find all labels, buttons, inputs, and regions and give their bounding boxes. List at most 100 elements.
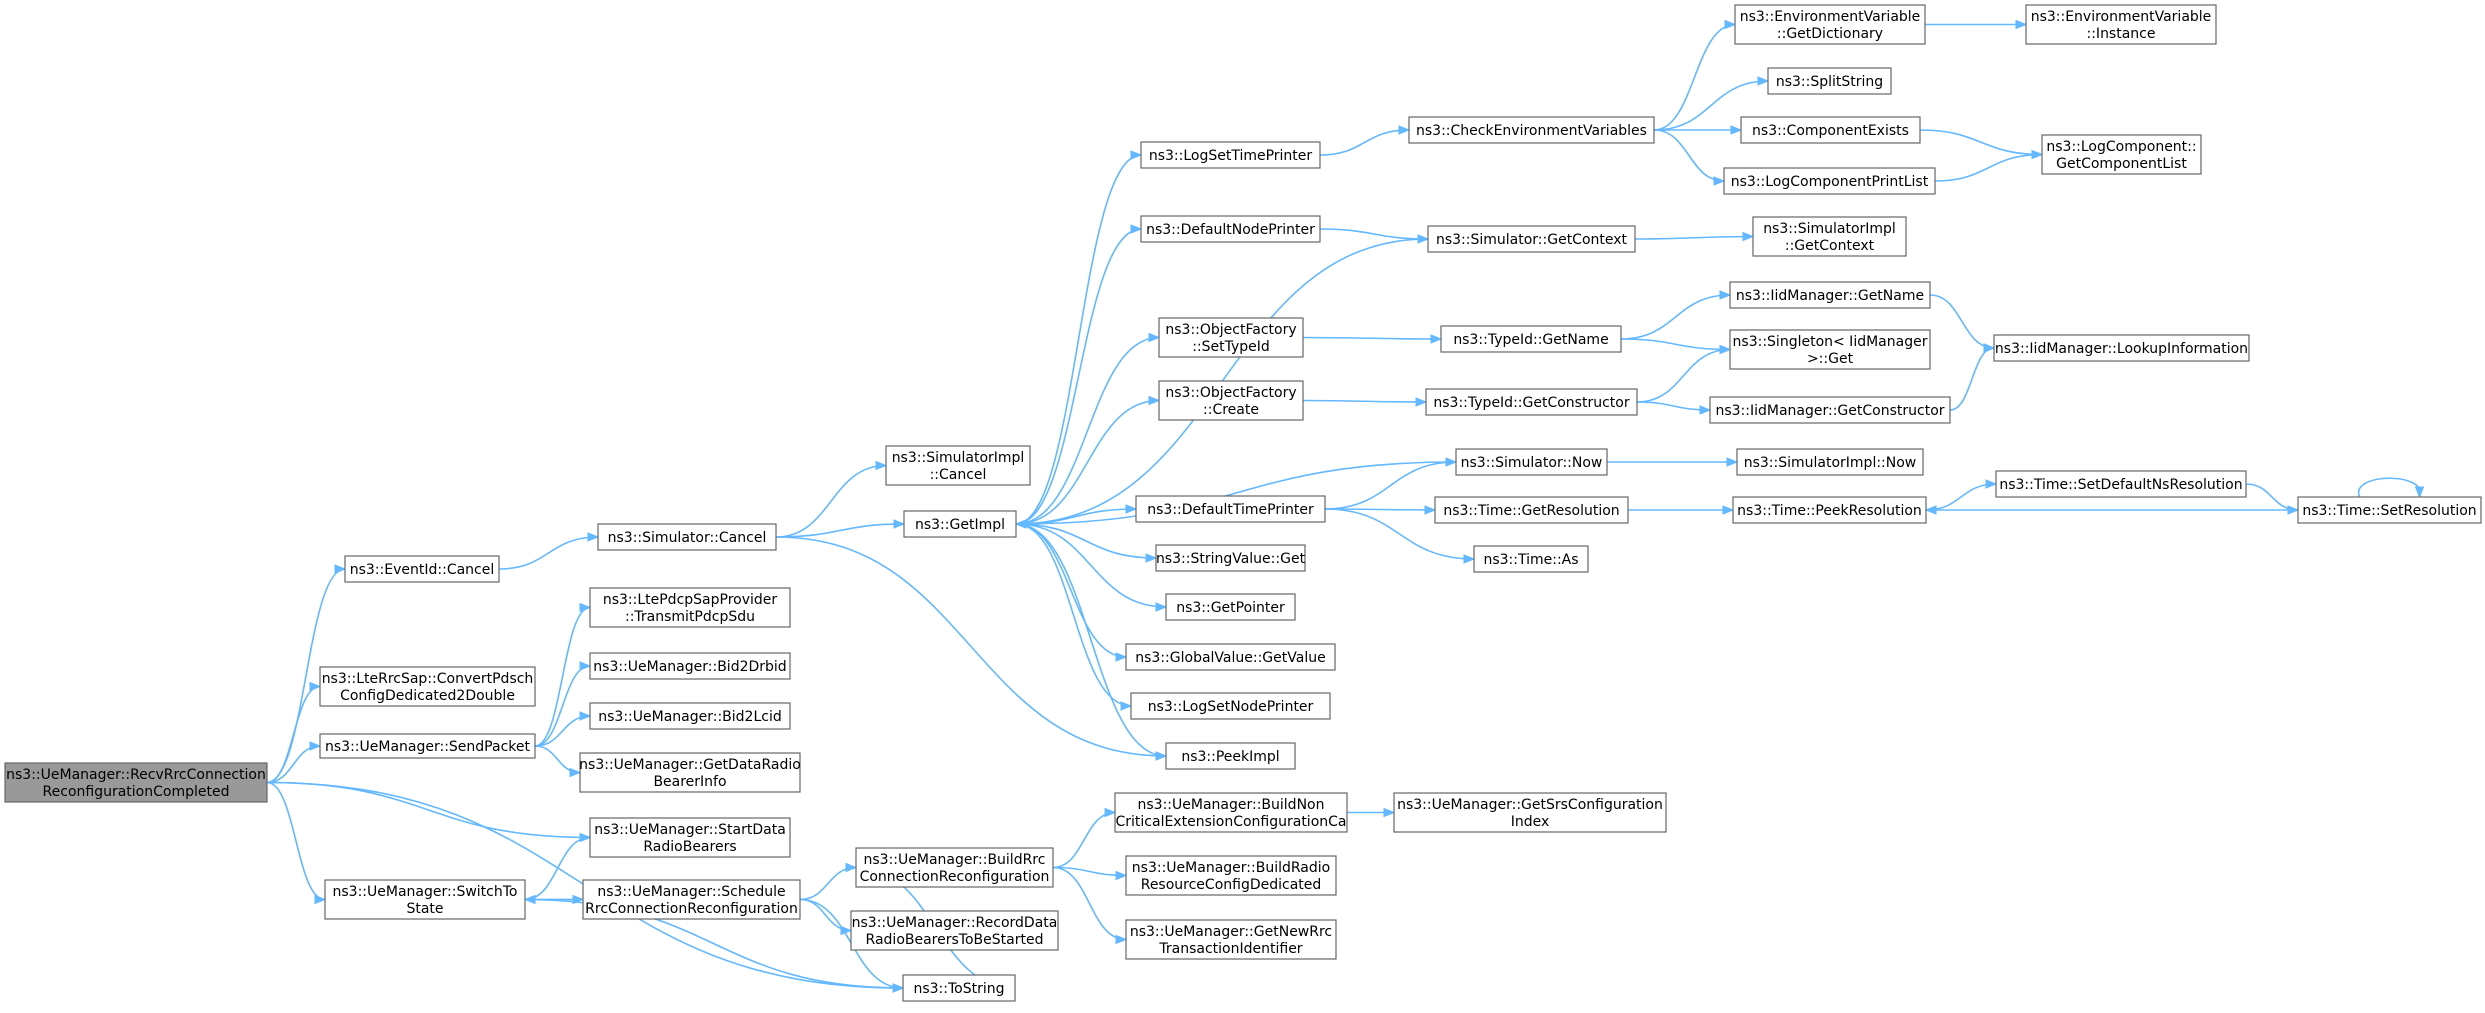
- edge-line: [1015, 154, 1142, 525]
- node-box: [1140, 141, 1321, 169]
- edge-compexists-to-getcomplist: [1919, 129, 2044, 160]
- node-root[interactable]: ns3::UeManager::RecvRrcConnectionReconfi…: [4, 762, 268, 803]
- node-ofcreate[interactable]: ns3::ObjectFactory::Create: [1158, 380, 1304, 421]
- edge-line: [1324, 461, 1457, 510]
- node-box: [902, 974, 1016, 1002]
- node-ofsettypeid[interactable]: ns3::ObjectFactory::SetTypeId: [1158, 317, 1304, 358]
- edge-arrowhead: [892, 983, 905, 993]
- edge-line: [1319, 228, 1429, 240]
- node-simgetcontext[interactable]: ns3::Simulator::GetContext: [1427, 225, 1636, 253]
- node-implnow[interactable]: ns3::SimulatorImpl::Now: [1736, 448, 1924, 476]
- node-sendpacket[interactable]: ns3::UeManager::SendPacket: [319, 733, 536, 759]
- node-getnewrrc[interactable]: ns3::UeManager::GetNewRrcTransactionIden…: [1125, 919, 1337, 960]
- edge-line: [524, 836, 591, 901]
- node-buildrrc[interactable]: ns3::UeManager::BuildRrcConnectionReconf…: [855, 847, 1054, 888]
- edge-arrowhead: [1719, 290, 1732, 300]
- node-label: ns3::SplitString: [1776, 74, 1883, 90]
- node-box: [589, 702, 791, 730]
- edge-line: [1620, 338, 1731, 351]
- edge-arrowhead: [1130, 150, 1143, 160]
- node-deftimeprinter[interactable]: ns3::DefaultTimePrinter: [1135, 495, 1326, 523]
- node-tostring[interactable]: ns3::ToString: [902, 974, 1016, 1002]
- node-box: [4, 762, 268, 803]
- node-eventcancel[interactable]: ns3::EventId::Cancel: [344, 555, 500, 583]
- node-label: ns3::UeManager::BuildNon: [1138, 797, 1325, 813]
- edge-line: [1015, 399, 1160, 525]
- edge-line: [1636, 401, 1711, 411]
- node-box: [1767, 67, 1892, 95]
- node-label: ns3::UeManager::Bid2Lcid: [598, 709, 781, 725]
- node-lookupinfo[interactable]: ns3::IidManager::LookupInformation: [1993, 334, 2250, 362]
- node-label: ns3::LogComponentPrintList: [1731, 174, 1929, 190]
- edge-arrowhead: [1148, 395, 1161, 406]
- node-label: State: [406, 901, 443, 917]
- node-peekimpl[interactable]: ns3::PeekImpl: [1165, 742, 1296, 770]
- node-label: ns3::ToString: [913, 981, 1004, 997]
- node-compexists[interactable]: ns3::ComponentExists: [1740, 116, 1921, 144]
- edge-arrowhead: [1724, 19, 1737, 30]
- node-box: [589, 817, 791, 858]
- node-peekres[interactable]: ns3::Time::PeekResolution: [1732, 496, 1927, 524]
- node-envinstance[interactable]: ns3::EnvironmentVariable::Instance: [2025, 4, 2217, 45]
- node-bid2lcid[interactable]: ns3::UeManager::Bid2Lcid: [589, 702, 791, 730]
- node-typeidgetctor[interactable]: ns3::TypeId::GetConstructor: [1425, 388, 1638, 416]
- node-timeas[interactable]: ns3::Time::As: [1473, 545, 1589, 573]
- node-singletonget[interactable]: ns3::Singleton< IidManager>::Get: [1729, 329, 1931, 370]
- node-label: ::SetTypeId: [1192, 339, 1270, 355]
- node-logsetnode[interactable]: ns3::LogSetNodePrinter: [1130, 692, 1331, 720]
- node-implcancel[interactable]: ns3::SimulatorImpl::Cancel: [885, 445, 1031, 486]
- node-box: [2025, 4, 2217, 45]
- node-buildradio[interactable]: ns3::UeManager::BuildRadioResourceConfig…: [1125, 855, 1337, 896]
- edge-arrowhead: [1398, 125, 1411, 135]
- node-box: [319, 666, 536, 707]
- node-schedule[interactable]: ns3::UeManager::ScheduleRrcConnectionRec…: [582, 879, 801, 920]
- edge-getimpl-to-ofcreate: [1015, 395, 1161, 525]
- node-logcompprint[interactable]: ns3::LogComponentPrintList: [1723, 167, 1936, 195]
- node-timegetres[interactable]: ns3::Time::GetResolution: [1434, 496, 1629, 524]
- edge-arrowhead: [523, 894, 536, 905]
- edge-buildrrc-to-getnewrrc: [1052, 866, 1128, 945]
- node-globalvalue[interactable]: ns3::GlobalValue::GetValue: [1125, 643, 1336, 671]
- node-simcancel[interactable]: ns3::Simulator::Cancel: [597, 523, 777, 551]
- node-setdefaultns[interactable]: ns3::Time::SetDefaultNsResolution: [1995, 470, 2247, 498]
- edge-line: [1634, 235, 1754, 240]
- node-getpointer[interactable]: ns3::GetPointer: [1165, 593, 1296, 621]
- edge-simcancel-to-implcancel: [775, 460, 888, 538]
- node-transmitpdcp[interactable]: ns3::LtePdcpSapProvider::TransmitPdcpSdu: [589, 587, 791, 628]
- node-bid2drbid[interactable]: ns3::UeManager::Bid2Drbid: [589, 652, 791, 680]
- node-box: [1408, 116, 1655, 144]
- node-iidgetctor[interactable]: ns3::IidManager::GetConstructor: [1709, 396, 1951, 424]
- node-label: ns3::UeManager::Schedule: [597, 884, 785, 900]
- node-box: [1155, 544, 1306, 572]
- node-simnow[interactable]: ns3::Simulator::Now: [1455, 448, 1608, 476]
- node-splitstring[interactable]: ns3::SplitString: [1767, 67, 1892, 95]
- node-label: ::Create: [1203, 402, 1259, 418]
- node-iidgetname[interactable]: ns3::IidManager::GetName: [1729, 281, 1931, 309]
- node-label: ns3::Simulator::GetContext: [1436, 232, 1628, 248]
- node-typeidgetname[interactable]: ns3::TypeId::GetName: [1440, 325, 1622, 353]
- node-stringvalueget[interactable]: ns3::StringValue::Get: [1155, 544, 1306, 572]
- node-implgetcontext[interactable]: ns3::SimulatorImpl::GetContext: [1752, 216, 1907, 257]
- edge-setres-to-setres: [2357, 477, 2425, 499]
- edge-root-to-sendpacket: [266, 741, 322, 784]
- node-label: ns3::Time::PeekResolution: [1737, 503, 1922, 519]
- edge-typeidgetctor-to-singletonget: [1636, 344, 1732, 403]
- node-envgetdict[interactable]: ns3::EnvironmentVariable::GetDictionary: [1734, 4, 1926, 45]
- node-getcomplist[interactable]: ns3::LogComponent::GetComponentList: [2041, 134, 2202, 175]
- node-checkenv[interactable]: ns3::CheckEnvironmentVariables: [1408, 116, 1655, 144]
- node-defnodeprinter[interactable]: ns3::DefaultNodePrinter: [1140, 215, 1321, 243]
- node-convertpdsch[interactable]: ns3::LteRrcSap::ConvertPdschConfigDedica…: [319, 666, 536, 707]
- node-box: [1709, 396, 1951, 424]
- node-box: [1729, 281, 1931, 309]
- edge-line: [799, 866, 857, 901]
- edge-arrowhead: [1115, 934, 1128, 945]
- node-getimpl[interactable]: ns3::GetImpl: [903, 510, 1017, 538]
- node-logsettime[interactable]: ns3::LogSetTimePrinter: [1140, 141, 1321, 169]
- node-recorddata[interactable]: ns3::UeManager::RecordDataRadioBearersTo…: [850, 910, 1059, 951]
- node-setres[interactable]: ns3::Time::SetResolution: [2297, 496, 2482, 524]
- node-buildnoncrit[interactable]: ns3::UeManager::BuildNonCriticalExtensio…: [1114, 792, 1348, 833]
